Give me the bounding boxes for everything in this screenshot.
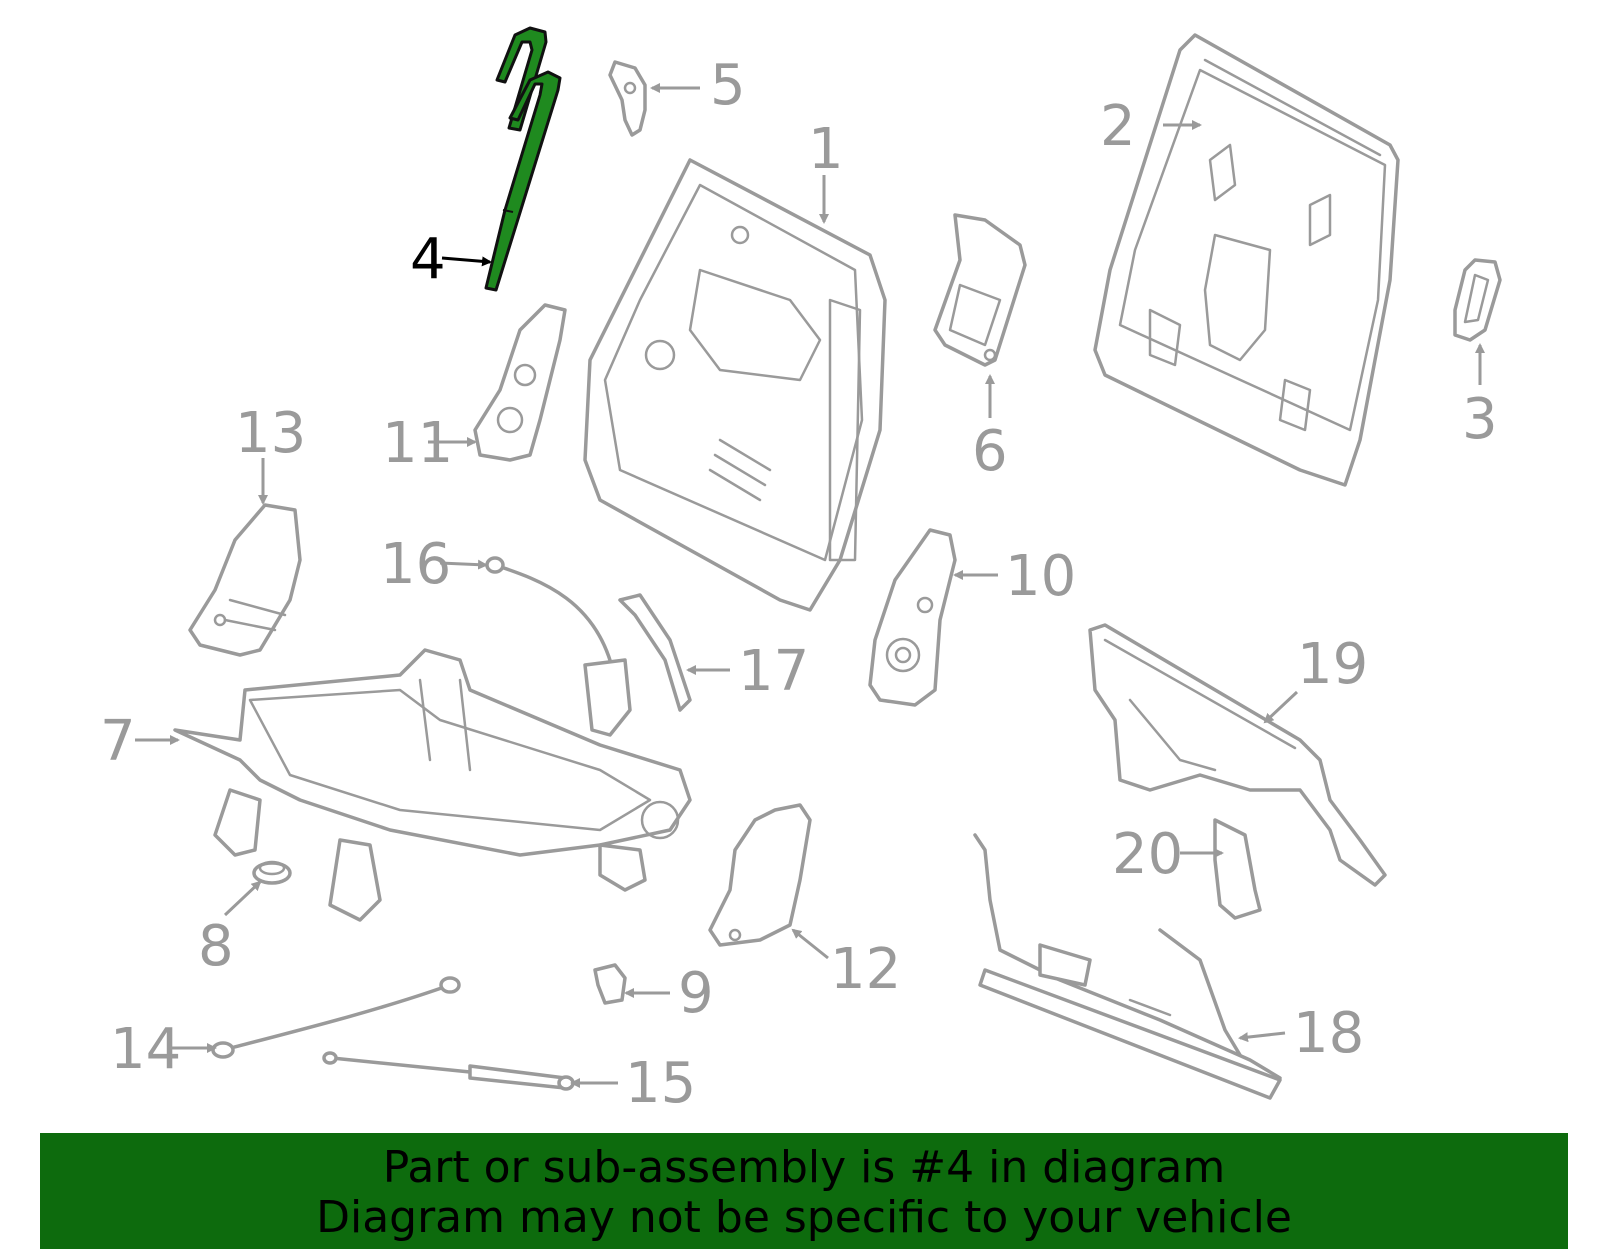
- callout-6: 6: [972, 419, 1008, 484]
- part-20-small-cover[interactable]: [1213, 818, 1262, 920]
- callout-14: 14: [110, 1017, 181, 1082]
- callout-9: 9: [678, 961, 714, 1026]
- part-10-side-bracket[interactable]: [868, 528, 957, 707]
- part-7-cushion-frame[interactable]: [173, 648, 692, 922]
- callout-labels: 1 2 3 4 5 6 7 8 9 10 11 12 13 14 15 16 1…: [100, 53, 1498, 1116]
- part-8-grommet[interactable]: [252, 860, 292, 885]
- banner-line-1: Part or sub-assembly is #4 in diagram: [382, 1142, 1226, 1193]
- callout-20: 20: [1112, 822, 1183, 887]
- part-2-seatback-panel[interactable]: [1093, 33, 1400, 487]
- callout-15: 15: [625, 1051, 696, 1116]
- part-4-guide-rods[interactable]: [484, 26, 562, 292]
- callout-8: 8: [198, 914, 234, 979]
- callout-7: 7: [100, 709, 136, 774]
- callout-17: 17: [738, 639, 809, 704]
- callout-3: 3: [1462, 387, 1498, 452]
- callout-16: 16: [380, 532, 451, 597]
- callout-4: 4: [410, 227, 446, 292]
- part-16-release-cable[interactable]: [485, 556, 632, 737]
- info-banner: Part or sub-assembly is #4 in diagram Di…: [40, 1133, 1568, 1249]
- callout-2: 2: [1100, 94, 1136, 159]
- part-6-latch-cover[interactable]: [933, 213, 1027, 367]
- part-9-clip[interactable]: [593, 963, 627, 1005]
- part-3-trim-cap[interactable]: [1453, 258, 1502, 342]
- part-18-seat-track[interactable]: [973, 833, 1282, 1100]
- part-15-gas-strut[interactable]: [322, 1051, 575, 1091]
- callout-12: 12: [830, 937, 901, 1002]
- part-11-recliner-bracket[interactable]: [473, 303, 567, 462]
- callout-13: 13: [235, 401, 306, 466]
- banner-line-2: Diagram may not be specific to your vehi…: [316, 1192, 1292, 1243]
- part-12-cover-panel[interactable]: [708, 803, 812, 947]
- callout-10: 10: [1005, 544, 1076, 609]
- callout-leaders: [135, 83, 1485, 1088]
- part-5-bracket[interactable]: [608, 60, 647, 137]
- part-17-curved-trim[interactable]: [618, 593, 692, 712]
- callout-1: 1: [808, 117, 844, 182]
- callout-5: 5: [710, 53, 746, 118]
- callout-18: 18: [1293, 1001, 1364, 1066]
- part-13-end-cover[interactable]: [188, 503, 302, 657]
- callout-19: 19: [1297, 632, 1368, 697]
- callout-11: 11: [382, 411, 453, 476]
- part-1-seatback-frame[interactable]: [583, 158, 887, 612]
- part-19-side-shield[interactable]: [1088, 623, 1387, 887]
- part-14-cable[interactable]: [211, 976, 461, 1059]
